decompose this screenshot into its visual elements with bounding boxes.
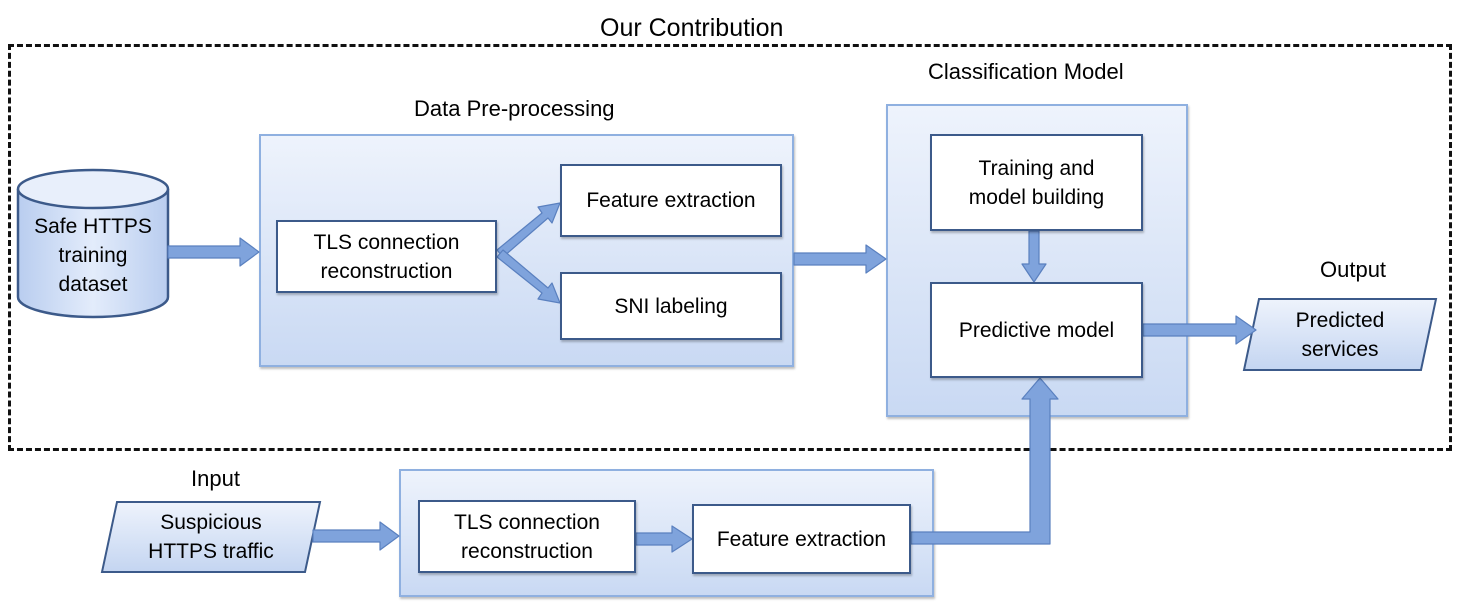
preprocessing-label: Data Pre-processing xyxy=(414,96,615,121)
arrow-feature-to-predictive xyxy=(910,377,1059,545)
arrow-tls-to-feature xyxy=(496,202,561,258)
predictive-model-label: Predictive model xyxy=(958,318,1115,342)
arrow-suspicious-to-tls xyxy=(312,521,400,551)
arrow-predictive-to-output xyxy=(1142,315,1257,345)
arrow-preprocessing-to-classification xyxy=(793,244,887,274)
arrow-tls-to-feature-bottom xyxy=(635,525,693,553)
predicted-services-shape xyxy=(1242,298,1438,371)
output-label: Output xyxy=(1320,257,1387,282)
input-label: Input xyxy=(191,466,240,491)
classification-label: Classification Model xyxy=(928,59,1124,84)
feature-extraction-box: Feature extraction xyxy=(560,164,782,237)
dataset-cylinder xyxy=(16,168,170,319)
tls-reconstruction-box: TLS connection reconstruction xyxy=(276,220,497,293)
predicted-services-label: Predicted services xyxy=(1295,309,1385,361)
sni-labeling-label: SNI labeling xyxy=(614,294,728,318)
arrow-tls-to-sni xyxy=(496,249,561,304)
predictive-model-box: Predictive model xyxy=(930,282,1143,378)
training-box: Training and model building xyxy=(930,134,1143,231)
tls-reconstruction-bottom-label: TLS connection reconstruction xyxy=(454,510,600,563)
feature-extraction-label: Feature extraction xyxy=(586,189,756,212)
contribution-frame xyxy=(8,44,1452,451)
suspicious-traffic-label: Suspicious HTTPS traffic xyxy=(148,511,274,563)
arrow-dataset-to-tls xyxy=(167,237,260,267)
feature-extraction-bottom-label: Feature extraction xyxy=(716,527,887,551)
training-label: Training and model building xyxy=(968,156,1105,209)
tls-reconstruction-bottom-box: TLS connection reconstruction xyxy=(418,500,636,573)
dataset-label: Safe HTTPS training dataset xyxy=(34,214,152,296)
sni-labeling-box: SNI labeling xyxy=(560,272,782,340)
arrow-training-to-predictive xyxy=(1021,230,1047,283)
suspicious-traffic-shape xyxy=(100,501,322,573)
tls-reconstruction-label: TLS connection reconstruction xyxy=(313,230,460,283)
diagram-title: Our Contribution xyxy=(600,14,784,42)
feature-extraction-bottom-box: Feature extraction xyxy=(692,504,911,574)
